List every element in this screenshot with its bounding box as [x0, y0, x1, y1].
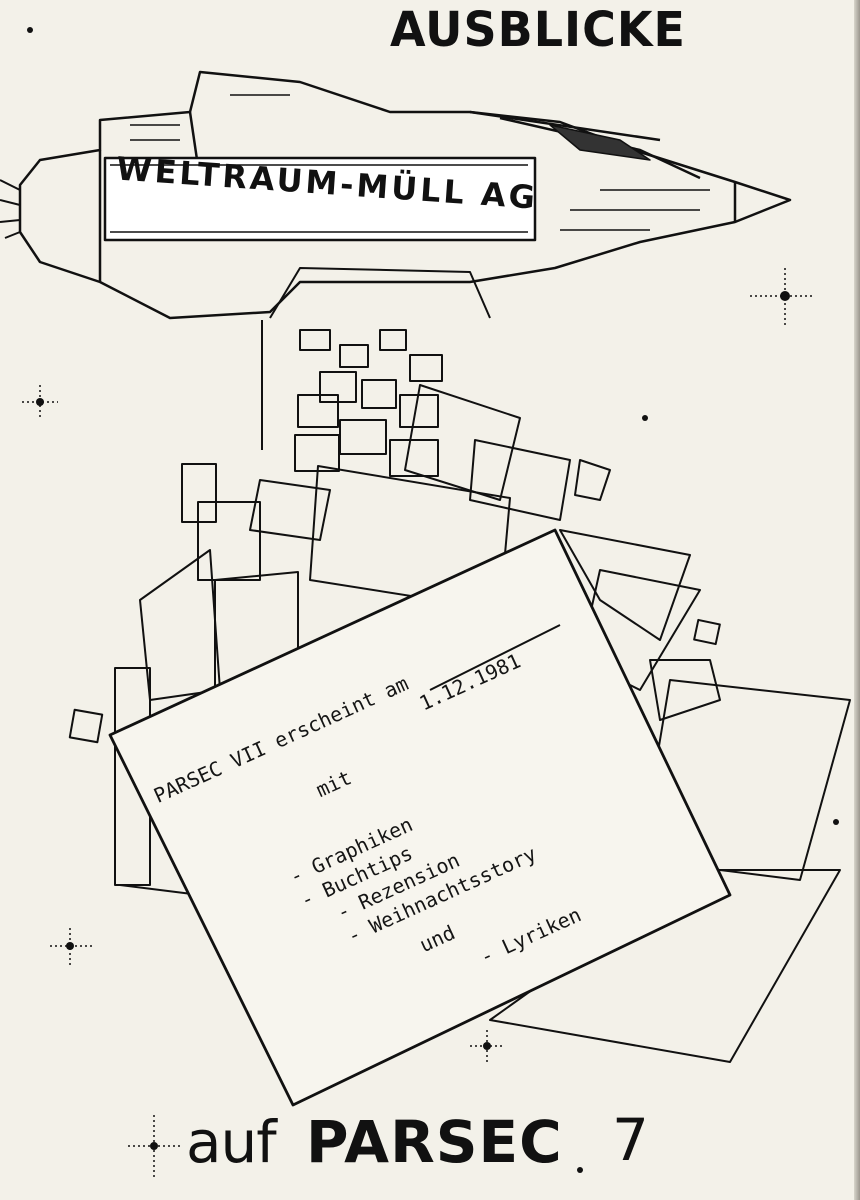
page-edge [854, 0, 860, 1200]
footer-title: PARSEC [306, 1108, 563, 1176]
notice-and: und [415, 920, 459, 958]
notice-sheet [108, 528, 732, 1107]
page-title: AUSBLICKE [390, 0, 686, 58]
spaceship-icon [0, 70, 792, 320]
notice-with: mit [312, 765, 356, 803]
footer-prefix: auf [186, 1108, 277, 1176]
notice-item: - Lyriken [476, 902, 585, 970]
issue-number: 7 [612, 1106, 649, 1174]
notice-date: 1.12.1981 [415, 648, 525, 716]
